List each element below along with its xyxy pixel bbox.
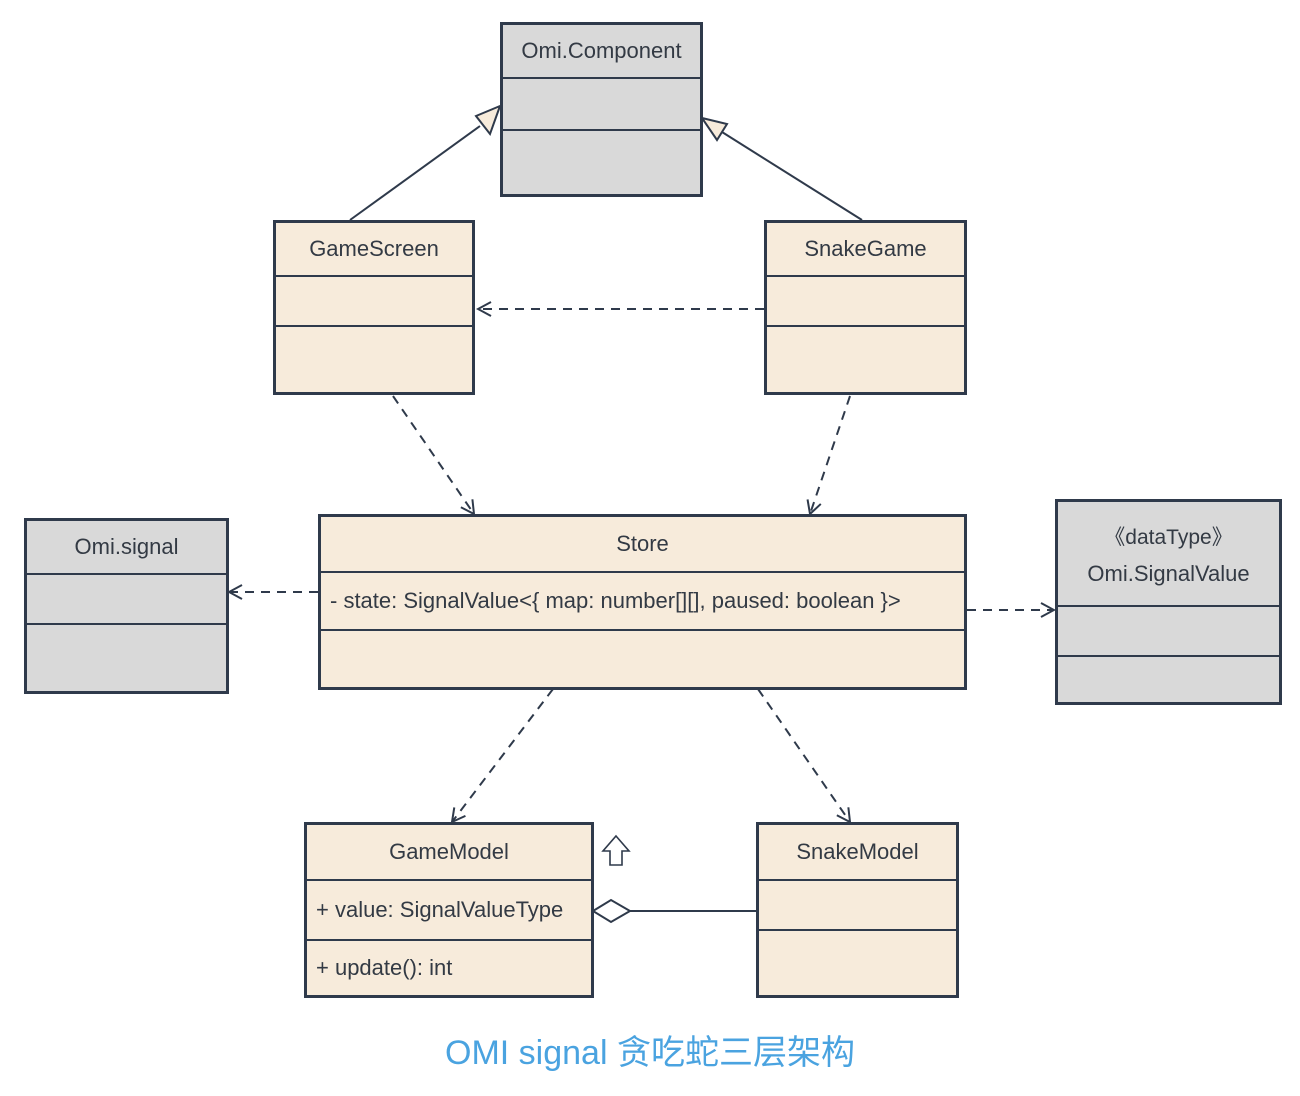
class-gamemodel[interactable]: GameModel + value: SignalValueType + upd…	[304, 822, 594, 998]
attributes-section	[276, 275, 472, 325]
operations-section	[503, 129, 700, 194]
class-omi-component[interactable]: Omi.Component	[500, 22, 703, 197]
class-name: Omi.Component	[521, 38, 682, 63]
class-omi-signal[interactable]: Omi.signal	[24, 518, 229, 694]
attributes-section	[503, 77, 700, 129]
attributes-section	[759, 879, 956, 929]
class-name: Omi.SignalValue	[1087, 560, 1250, 586]
class-omi-signalvalue[interactable]: 《dataType》 Omi.SignalValue	[1055, 499, 1282, 705]
attributes-section	[767, 275, 964, 325]
class-name: SnakeModel	[796, 839, 919, 864]
stereotype-label: 《dataType》	[1104, 525, 1233, 549]
dependency-store-to-snakemodel	[757, 688, 850, 822]
operations-section	[276, 325, 472, 392]
class-snakegame[interactable]: SnakeGame	[764, 220, 967, 395]
class-store[interactable]: Store - state: SignalValue<{ map: number…	[318, 514, 967, 690]
store-state-attribute: - state: SignalValue<{ map: number[][], …	[321, 571, 964, 629]
class-header: 《dataType》 Omi.SignalValue	[1058, 502, 1279, 605]
class-name: GameScreen	[309, 236, 439, 261]
aggregation-snakemodel-to-gamemodel	[591, 898, 756, 924]
operations-section	[321, 629, 964, 687]
attributes-section	[27, 573, 226, 623]
operations-section	[27, 623, 226, 691]
operations-section	[1058, 655, 1279, 702]
class-gamescreen[interactable]: GameScreen	[273, 220, 475, 395]
operations-section	[759, 929, 956, 995]
gamemodel-value-attribute: + value: SignalValueType	[307, 879, 591, 939]
dependency-store-to-gamemodel	[452, 688, 554, 822]
class-name: Omi.signal	[74, 534, 179, 559]
class-name: GameModel	[389, 839, 509, 864]
class-name: SnakeGame	[804, 236, 927, 261]
class-snakemodel[interactable]: SnakeModel	[756, 822, 959, 998]
operations-section	[767, 325, 964, 392]
up-arrow-icon	[601, 834, 631, 866]
attributes-section	[1058, 605, 1279, 655]
dependency-snakegame-to-store	[810, 395, 851, 514]
gamemodel-update-operation: + update(): int	[307, 939, 591, 995]
generalization-gamescreen-to-component	[349, 104, 502, 221]
class-name: Store	[616, 531, 669, 556]
dependency-gamescreen-to-store	[392, 395, 474, 514]
diagram-caption: OMI signal 贪吃蛇三层架构	[445, 1034, 855, 1072]
generalization-snakegame-to-component	[699, 116, 863, 221]
